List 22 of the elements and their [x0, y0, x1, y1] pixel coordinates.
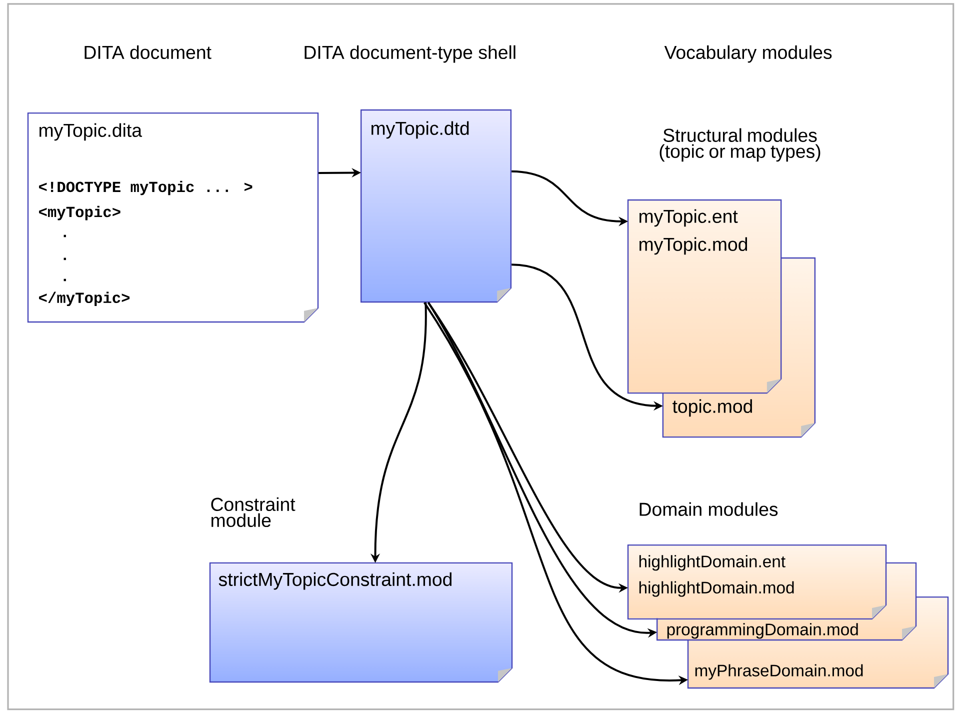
- file-name: strictMyTopicConstraint.mod: [218, 572, 452, 590]
- heading: DITA document: [84, 45, 212, 60]
- file-name: myTopic.ent: [640, 209, 738, 227]
- file-name: highlightDomain.ent: [639, 555, 786, 571]
- heading: Constraint module: [211, 497, 296, 528]
- file-name: myTopic.dita: [40, 123, 142, 141]
- file-name: myTopic.mod: [640, 237, 748, 255]
- heading: Domain modules: [640, 502, 778, 516]
- file-name: .: [64, 258, 66, 260]
- file-name: topic.mod: [672, 399, 752, 417]
- file-name: .: [64, 234, 66, 238]
- heading: Vocabulary modules: [664, 45, 832, 63]
- heading: DITA document-type shell: [304, 45, 516, 63]
- file-name: highlightDomain.mod: [639, 581, 794, 597]
- heading: Structural modules (topic or map types): [660, 128, 820, 162]
- file-name: myPhraseDomain.mod: [695, 664, 863, 680]
- file-name: myTopic.dtd: [372, 121, 469, 139]
- file-name: <!DOCTYPE myTopic ... >: [39, 180, 252, 196]
- file-name: <myTopic>: [39, 206, 120, 220]
- file-name: </myTopic>: [39, 292, 130, 306]
- file-name: programmingDomain.mod: [667, 623, 858, 639]
- file-name: .: [64, 278, 66, 282]
